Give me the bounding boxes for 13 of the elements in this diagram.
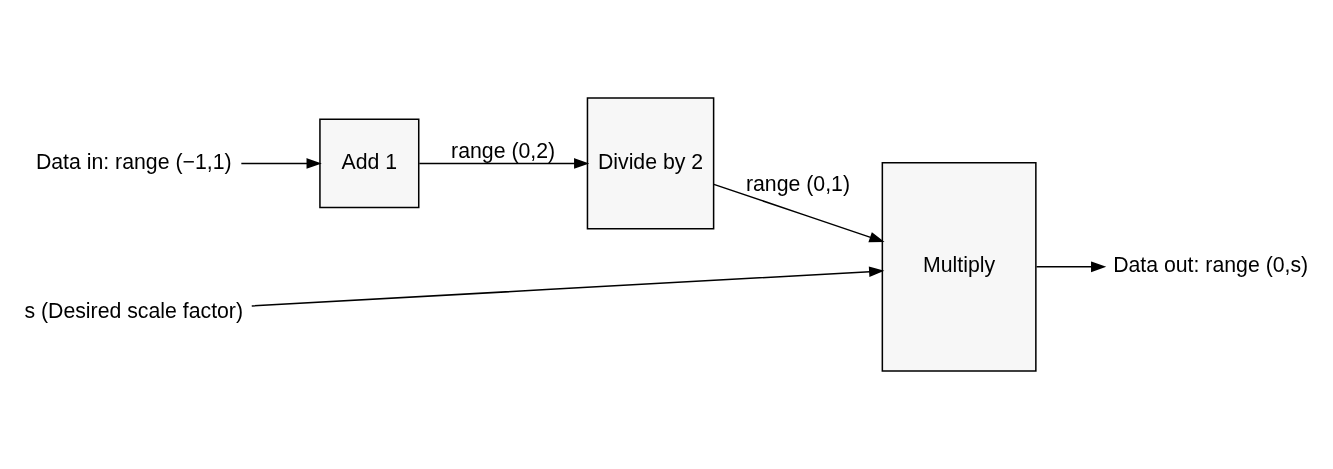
- node-text: Data out: range (0,s): [1113, 253, 1309, 278]
- arrow: [418, 158, 590, 169]
- edge-label: range (0,1): [745, 172, 850, 197]
- node-text: s (Desired scale factor): [24, 299, 244, 324]
- arrow: [713, 183, 885, 243]
- node-text: Data in: range (−1,1): [35, 150, 232, 175]
- edge-label: range (0,2): [451, 138, 556, 163]
- arrow: [251, 266, 885, 307]
- arrow: [240, 158, 322, 169]
- node-box: Add 1: [319, 118, 420, 209]
- arrow: [1035, 261, 1107, 273]
- node-box: Divide by 2: [586, 97, 715, 230]
- node-box: Multiply: [881, 161, 1037, 372]
